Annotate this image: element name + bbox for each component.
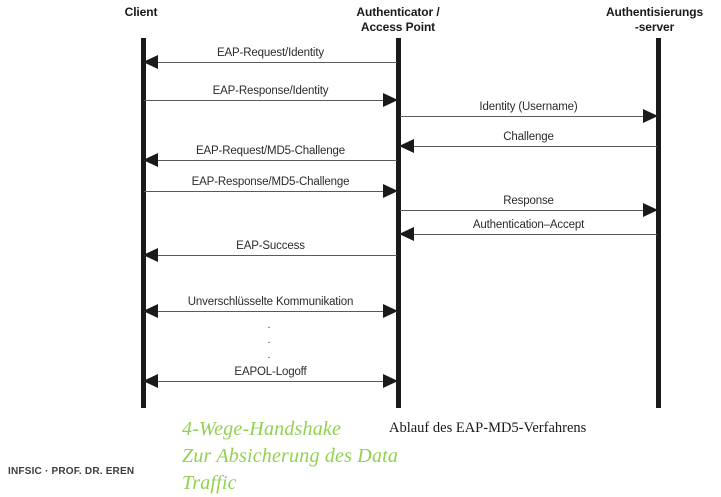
message-line xyxy=(144,311,397,313)
message-line xyxy=(144,191,397,193)
arrowhead-left-icon xyxy=(143,374,158,388)
arrowhead-left-icon xyxy=(399,227,414,241)
message-label: Response xyxy=(503,195,554,207)
message-response: Response xyxy=(400,195,658,220)
caption-diagram-title: Ablauf des EAP-MD5-Verfahrens xyxy=(389,420,587,436)
message-line xyxy=(400,146,657,148)
ellipsis-continuation: . . . xyxy=(259,318,279,363)
arrowhead-right-icon xyxy=(643,203,658,217)
ellipsis-dot: . xyxy=(267,349,271,361)
arrowhead-left-icon xyxy=(399,139,414,153)
message-label: EAPOL-Logoff xyxy=(234,366,307,378)
arrowhead-right-icon xyxy=(383,93,398,107)
message-label: EAP-Response/Identity xyxy=(212,85,329,97)
message-eap-request-identity: EAP-Request/Identity xyxy=(143,47,397,72)
message-line xyxy=(400,116,657,118)
message-eap-request-md5-challenge: EAP-Request/MD5-Challenge xyxy=(143,145,397,170)
message-label: EAP-Request/Identity xyxy=(217,47,324,59)
message-label: Authentication–Accept xyxy=(472,219,585,231)
message-challenge: Challenge xyxy=(399,131,657,156)
message-line xyxy=(400,234,657,236)
message-line xyxy=(144,100,397,102)
message-label: Challenge xyxy=(503,131,554,143)
arrowhead-right-icon xyxy=(643,109,658,123)
lifeline-authentication-server xyxy=(656,38,661,408)
footer-attribution: INFSIC · PROF. DR. EREN xyxy=(8,466,135,477)
message-eap-success: EAP-Success xyxy=(143,240,397,265)
actor-header-authentication-server: Authentisierungs -server xyxy=(605,5,704,34)
message-label: EAP-Success xyxy=(236,240,305,252)
message-label: EAP-Request/MD5-Challenge xyxy=(195,145,346,157)
message-label: Identity (Username) xyxy=(479,101,578,113)
actor-header-authenticator: Authenticator / Access Point xyxy=(356,5,440,34)
arrowhead-left-icon xyxy=(143,304,158,318)
message-line xyxy=(144,381,397,383)
message-line xyxy=(144,62,397,64)
arrowhead-left-icon xyxy=(143,248,158,262)
arrowhead-right-icon xyxy=(383,304,398,318)
message-identity-username: Identity (Username) xyxy=(400,101,658,126)
arrowhead-left-icon xyxy=(143,153,158,167)
arrowhead-right-icon xyxy=(383,374,398,388)
caption-four-way-handshake: 4-Wege-Handshake Zur Absicherung des Dat… xyxy=(182,418,399,494)
lifeline-authenticator xyxy=(396,38,401,408)
message-line xyxy=(144,255,397,257)
message-eapol-logoff: EAPOL-Logoff xyxy=(143,366,398,391)
ellipsis-dot: . xyxy=(267,319,271,331)
message-label: EAP-Response/MD5-Challenge xyxy=(191,176,350,188)
message-unverschluesselte-kommunikation: Unverschlüsselte Kommunikation xyxy=(143,296,398,321)
arrowhead-left-icon xyxy=(143,55,158,69)
message-label: Unverschlüsselte Kommunikation xyxy=(187,296,354,308)
message-authentication-accept: Authentication–Accept xyxy=(399,219,657,244)
arrowhead-right-icon xyxy=(383,184,398,198)
message-line xyxy=(400,210,657,212)
lifeline-client xyxy=(141,38,146,408)
message-eap-response-md5-challenge: EAP-Response/MD5-Challenge xyxy=(144,176,398,201)
message-line xyxy=(144,160,397,162)
message-eap-response-identity: EAP-Response/Identity xyxy=(144,85,398,110)
ellipsis-dot: . xyxy=(267,334,271,346)
actor-header-client: Client xyxy=(124,5,158,19)
